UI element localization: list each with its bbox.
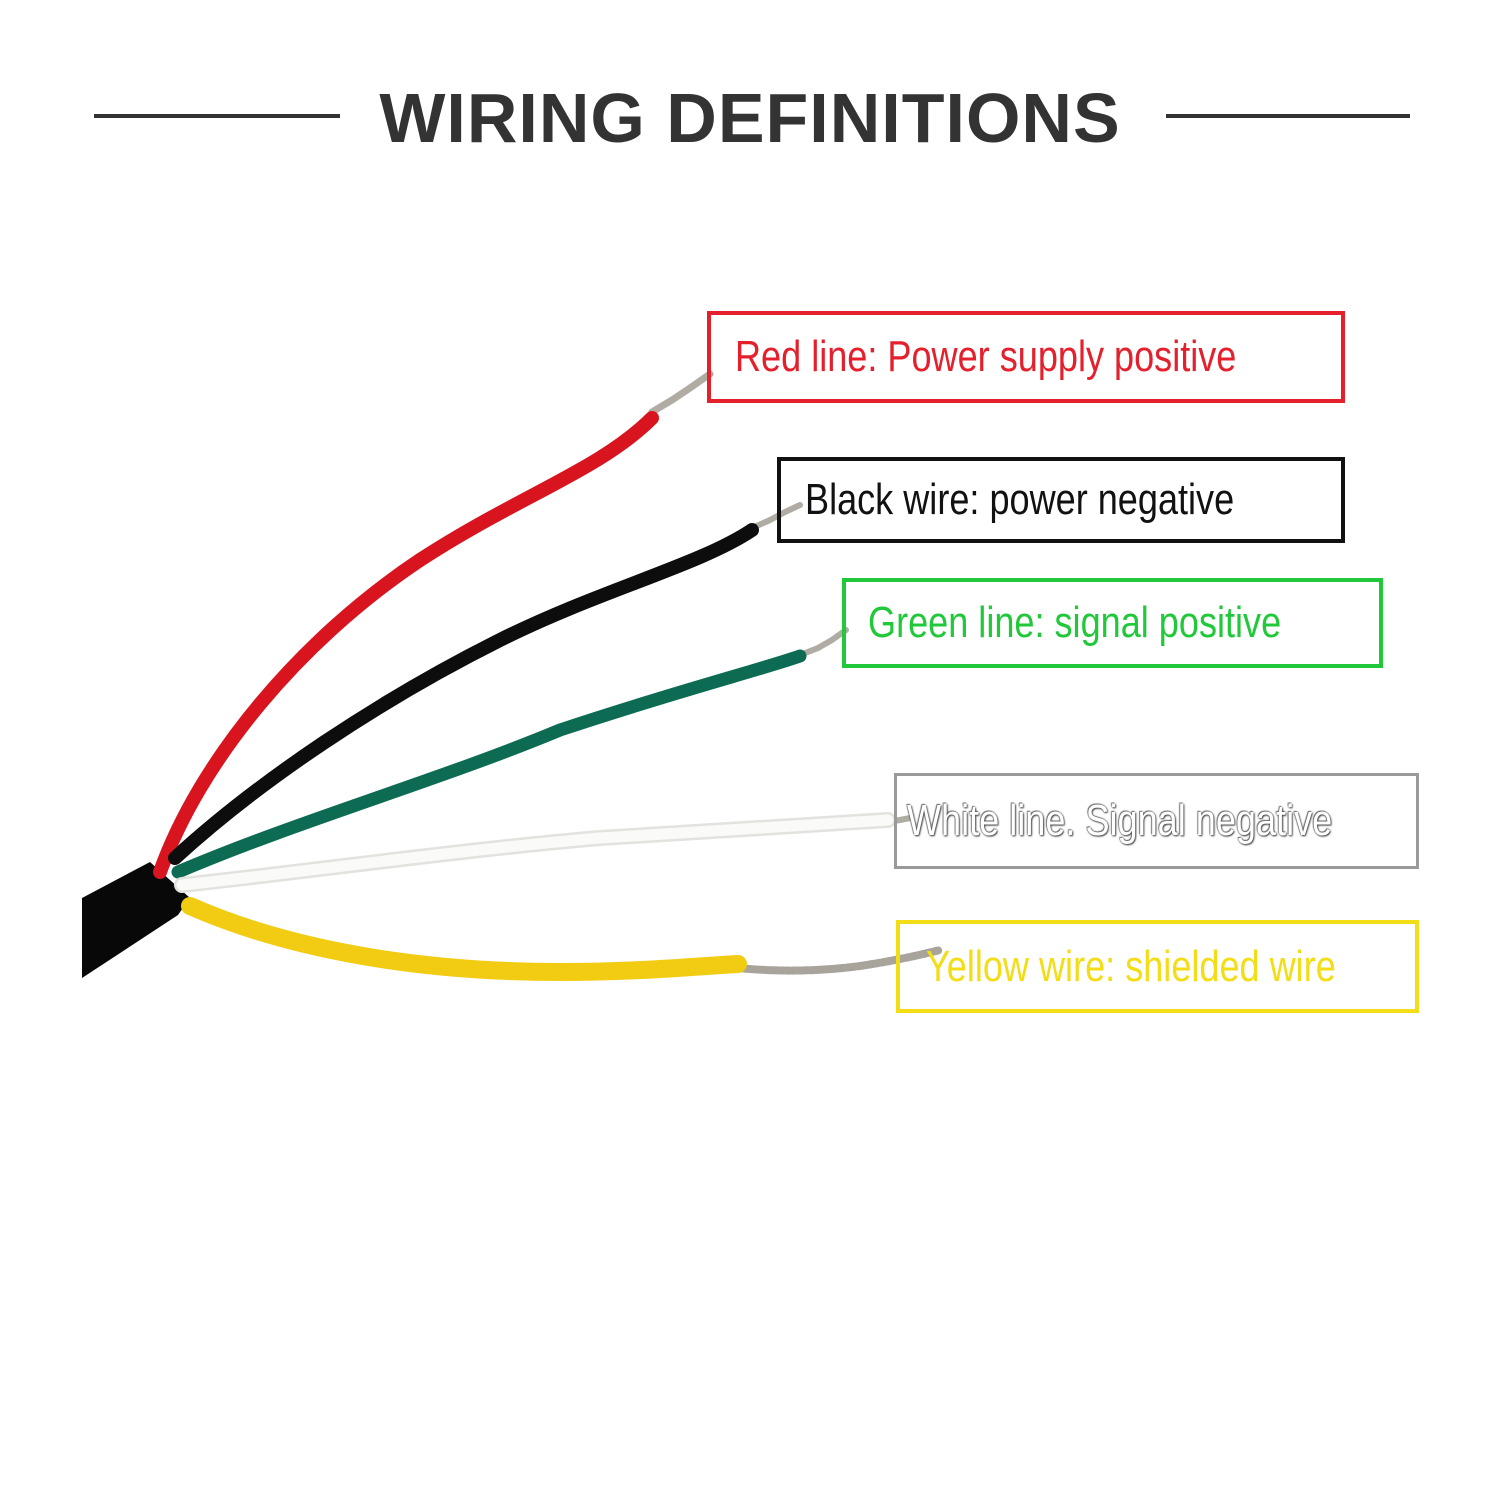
red-wire-label-text: Red line: Power supply positive [735, 332, 1237, 381]
black-wire-label-text: Black wire: power negative [805, 475, 1235, 524]
green-wire-label-text: Green line: signal positive [868, 598, 1282, 647]
red-wire [153, 411, 659, 879]
yellow-wire-conductor [734, 946, 944, 975]
yellow-wire [181, 897, 747, 982]
black-wire-label: Black wire: power negative [777, 457, 1345, 543]
header-rule-left [94, 114, 340, 118]
white-wire-label-text: White line. Signal negative [907, 796, 1333, 845]
red-wire-label: Red line: Power supply positive [707, 311, 1345, 403]
green-wire-label: Green line: signal positive [842, 578, 1383, 668]
page-title: WIRING DEFINITIONS [379, 79, 1121, 157]
green-wire-conductor [797, 627, 849, 658]
green-wire [171, 649, 807, 879]
yellow-wire-label-text: Yellow wire: shielded wire [926, 941, 1336, 991]
red-wire-conductor [648, 370, 714, 416]
white-wire-highlight [176, 814, 894, 891]
yellow-wire-label: Yellow wire: shielded wire [896, 920, 1419, 1013]
header-rule-right [1166, 114, 1410, 118]
cable-jacket [82, 862, 190, 978]
black-wire [168, 523, 759, 865]
white-wire-label: White line. Signal negative [894, 773, 1419, 869]
